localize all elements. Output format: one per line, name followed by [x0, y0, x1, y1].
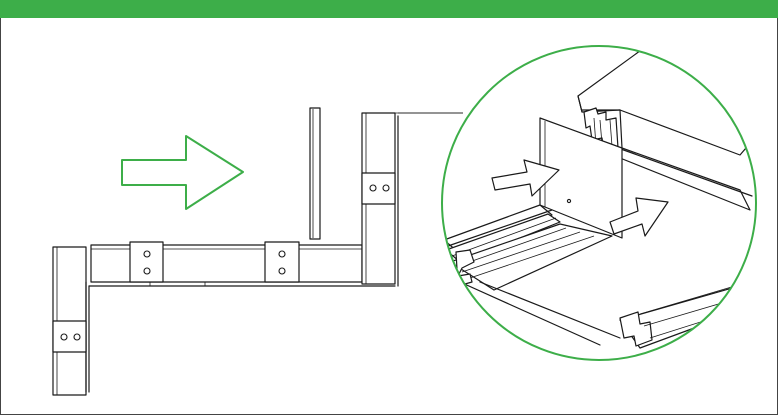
detail-zoom-view: [441, 45, 757, 361]
horizontal-rail: [88, 241, 396, 287]
corner-vertical-rail: [361, 112, 463, 287]
slide-arrow-icon: [609, 197, 669, 237]
header-bar: [0, 0, 778, 18]
insert-arrow-icon: [491, 159, 560, 197]
push-direction-arrow-icon: [121, 135, 244, 210]
loose-panel: [309, 107, 321, 240]
left-vertical-rail: [52, 246, 90, 396]
